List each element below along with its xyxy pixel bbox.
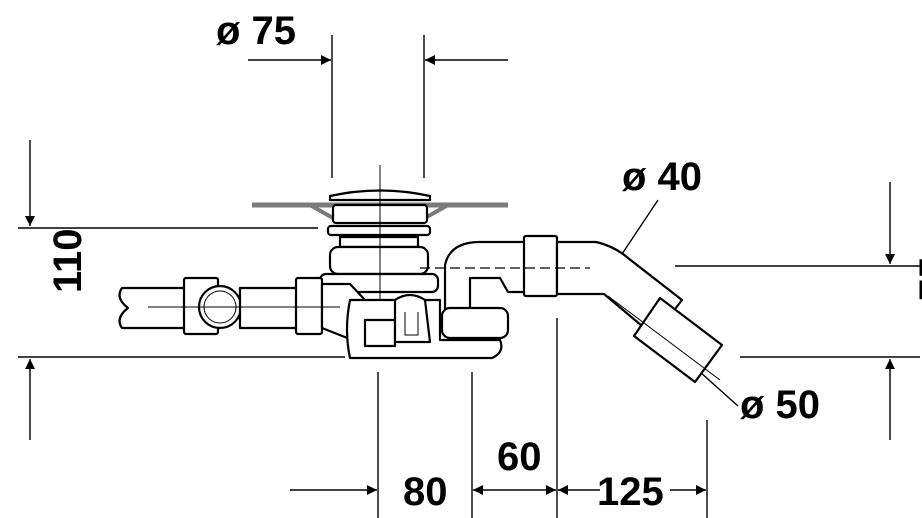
dimension-label: ø 40 — [622, 155, 702, 199]
dimension-label: 80 — [403, 470, 448, 514]
dimension-bottom-chain: 80 60 125 — [290, 318, 708, 518]
dimension-total-height: 110 — [18, 140, 345, 440]
dimension-outlet-diameter: ø 40 — [607, 155, 702, 276]
dimension-connector-diameter: ø 50 — [699, 371, 820, 427]
dimension-outlet-height: 75 — [675, 182, 922, 440]
dimension-label: 110 — [46, 228, 90, 293]
dimension-label: ø 75 — [216, 9, 296, 53]
overflow-pipe — [118, 276, 367, 347]
dimension-label: 125 — [597, 470, 664, 514]
trap-body — [345, 293, 503, 360]
dimension-label: 75 — [912, 257, 922, 302]
dimension-label: 60 — [497, 435, 542, 479]
outlet-pipe — [420, 234, 724, 384]
drain-head — [318, 165, 440, 300]
dimension-label: ø 50 — [740, 383, 820, 427]
dimension-drain-diameter: ø 75 — [216, 9, 508, 178]
